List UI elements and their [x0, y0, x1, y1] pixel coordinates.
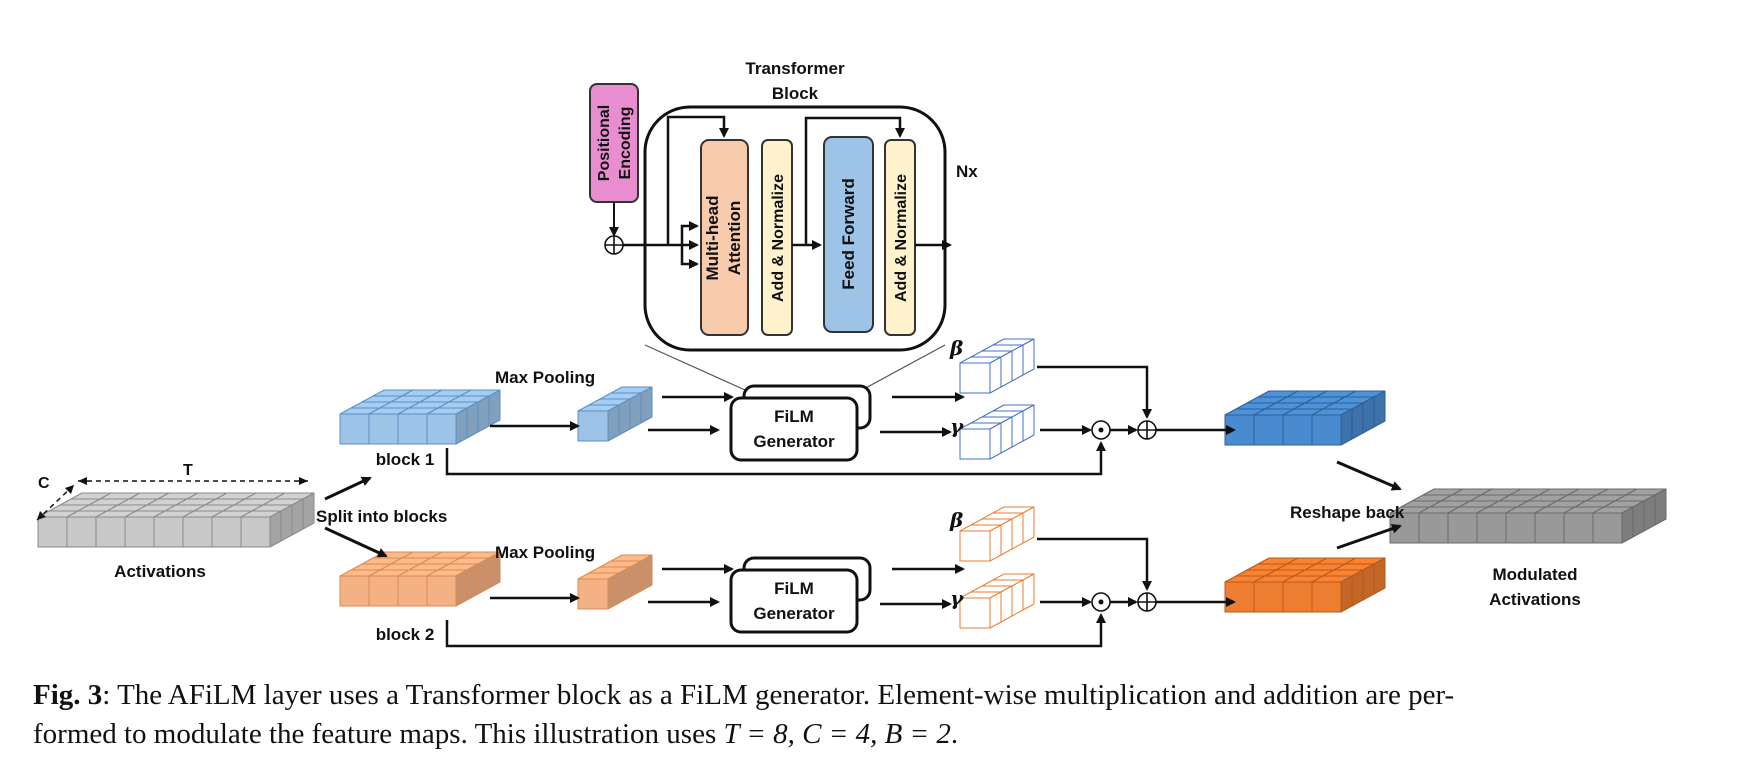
- positional-encoding-line2: Encoding: [617, 107, 634, 180]
- multihead-attention-box: [700, 139, 749, 336]
- caption-line-2-end: .: [950, 718, 959, 750]
- gamma-1-label: γ: [950, 414, 964, 438]
- zoom-line-left: [644, 344, 746, 391]
- film-generator-2-line2: Generator: [753, 604, 835, 623]
- gamma-1-cuboid: [959, 404, 1035, 460]
- film-generator-1-line1: FiLM: [774, 407, 814, 426]
- split-arrow-down: [324, 526, 388, 558]
- figure-caption: Fig. 3: The AFiLM layer uses a Transform…: [33, 676, 1723, 754]
- feature-map-blocks: [37, 338, 1667, 629]
- reshape-arrow-down: [1336, 523, 1402, 550]
- max-pooling-1-label: Max Pooling: [495, 368, 595, 387]
- axis-c-label: C: [38, 475, 50, 492]
- modulated-line2: Activations: [1489, 590, 1581, 609]
- beta-2-cuboid: [959, 506, 1035, 562]
- film-generator-1-box: [729, 396, 859, 462]
- film-generator-1-line2: Generator: [753, 432, 835, 451]
- transformer-block: Transformer Block Nx Positional Encoding…: [589, 59, 978, 391]
- film-generator-2-box: [729, 568, 859, 634]
- output-activations: Reshape back Modulated Activations: [1290, 460, 1581, 609]
- film-generator-2-line1: FiLM: [774, 579, 814, 598]
- modulated-activations-cuboid: [1389, 488, 1667, 544]
- pooled-2-cuboid: [577, 554, 653, 610]
- caption-fig-label: Fig. 3: [33, 679, 103, 711]
- branch-2: Max Pooling block 2 FiLM Generator β γ: [376, 508, 1236, 648]
- reshape-label: Reshape back: [1290, 503, 1405, 522]
- transformer-title-line2: Block: [772, 84, 819, 103]
- nx-label: Nx: [956, 162, 978, 181]
- input-activations: Activations C T Split into blocks: [36, 462, 447, 581]
- max-pooling-2-label: Max Pooling: [495, 543, 595, 562]
- multihead-line2: Attention: [725, 201, 744, 276]
- caption-line-2: formed to modulate the feature maps. Thi…: [33, 718, 724, 750]
- split-label: Split into blocks: [316, 507, 447, 526]
- gamma-2-label: γ: [950, 586, 964, 610]
- add-normalize-2-box: [884, 139, 916, 336]
- add-normalize-2-label: Add & Normalize: [893, 174, 910, 302]
- transformer-title-line1: Transformer: [745, 59, 845, 78]
- branch-1: Max Pooling block 1 FiLM Generator β γ: [376, 336, 1236, 476]
- caption-line-1: : The AFiLM layer uses a Transformer blo…: [102, 679, 1455, 711]
- block-2-label: block 2: [376, 625, 435, 644]
- beta-2-label: β: [949, 508, 963, 532]
- caption-math: T = 8, C = 4, B = 2: [723, 718, 951, 750]
- block-1-label: block 1: [376, 450, 435, 469]
- beta-1-cuboid: [959, 338, 1035, 394]
- activations-cuboid: [37, 492, 315, 548]
- feed-forward-box: [823, 136, 874, 333]
- add-normalize-1-box: [761, 139, 793, 336]
- add-normalize-1-label: Add & Normalize: [770, 174, 787, 302]
- zoom-line-right: [861, 344, 946, 391]
- pooled-1-cuboid: [577, 386, 653, 442]
- feed-forward-label: Feed Forward: [839, 178, 858, 289]
- modulated-line1: Modulated: [1493, 565, 1578, 584]
- block-1-cuboid: [339, 389, 501, 445]
- block-2-cuboid: [339, 551, 501, 607]
- axis-t-label: T: [183, 462, 193, 479]
- multihead-line1: Multi-head: [703, 196, 722, 281]
- split-arrow-up: [324, 476, 372, 501]
- gamma-2-cuboid: [959, 573, 1035, 629]
- modulated-block-2-cuboid: [1224, 557, 1386, 613]
- positional-encoding-line1: Positional: [596, 105, 613, 181]
- reshape-arrow-up: [1336, 460, 1402, 491]
- beta-1-label: β: [949, 336, 963, 360]
- transformer-flow-lines: [623, 115, 952, 269]
- activations-label: Activations: [114, 562, 206, 581]
- modulated-block-1-cuboid: [1224, 390, 1386, 446]
- transformer-block-frame: [643, 105, 947, 352]
